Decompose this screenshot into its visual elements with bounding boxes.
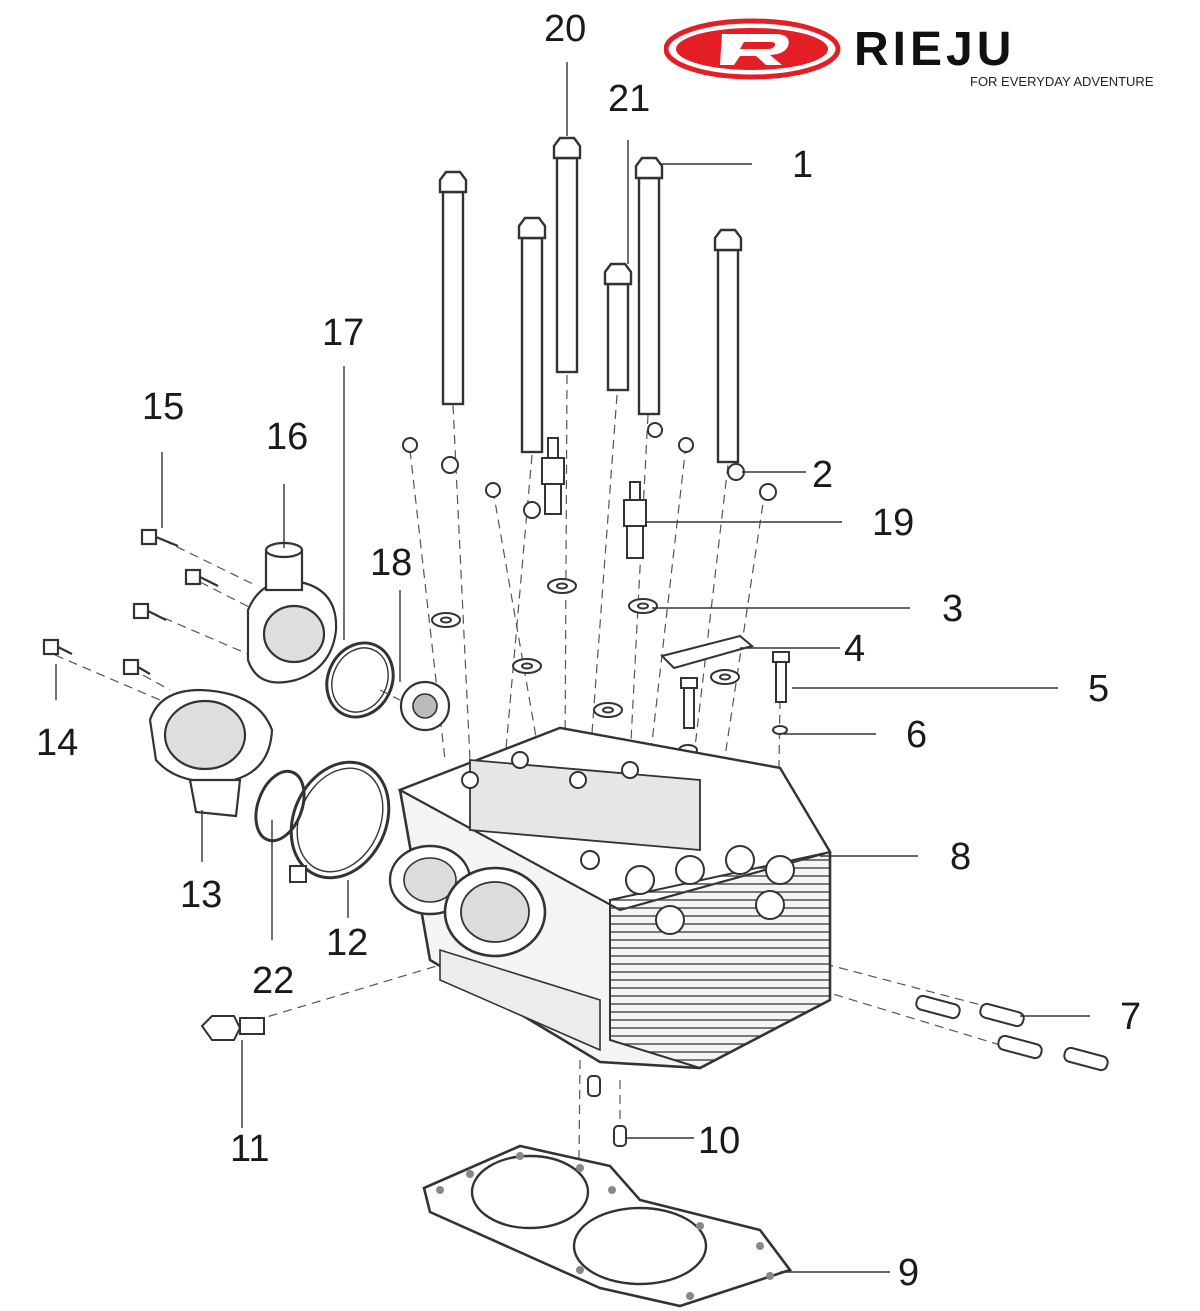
callout-3: 3 — [942, 588, 964, 630]
callout-15: 15 — [142, 386, 185, 428]
callout-21: 21 — [608, 78, 651, 120]
callout-4: 4 — [844, 628, 866, 670]
brand-name: RIEJU — [854, 23, 1016, 76]
callout-20: 20 — [544, 8, 587, 50]
brand-tagline: FOR EVERYDAY ADVENTURE — [970, 74, 1154, 89]
callout-14: 14 — [36, 722, 79, 764]
callout-10: 10 — [698, 1120, 741, 1162]
callout-16: 16 — [266, 416, 309, 458]
head-gasket — [422, 1144, 793, 1308]
callout-22: 22 — [252, 960, 295, 1002]
spark-plugs — [541, 437, 647, 559]
callout-7: 7 — [1120, 996, 1142, 1038]
o-ring-and-thermostat — [325, 641, 451, 732]
thermostat-housing — [132, 528, 338, 684]
intake-o-ring-and-clamp — [254, 760, 391, 883]
callout-18: 18 — [370, 542, 413, 584]
brand-logo: RIEJU FOR EVERYDAY ADVENTURE — [664, 18, 1180, 96]
cam-plate-and-bolts — [660, 634, 790, 729]
cylinder-head-body — [388, 726, 832, 1070]
intake-manifold — [42, 638, 274, 818]
temperature-sensor — [200, 1015, 265, 1041]
callout-8: 8 — [950, 836, 972, 878]
callout-17: 17 — [322, 312, 365, 354]
callout-19: 19 — [872, 502, 915, 544]
callout-11: 11 — [230, 1128, 270, 1170]
callout-9: 9 — [898, 1252, 920, 1294]
callout-6: 6 — [906, 714, 928, 756]
cylinder-head-bolts — [438, 136, 743, 464]
callout-1: 1 — [792, 144, 814, 186]
rieju-logo-mark-icon — [664, 18, 841, 80]
callout-2: 2 — [812, 454, 834, 496]
callout-5: 5 — [1088, 668, 1110, 710]
dowel-pins — [587, 994, 1109, 1147]
callout-12: 12 — [326, 922, 369, 964]
callout-leader-lines — [55, 62, 1090, 1273]
washers — [431, 578, 788, 756]
callout-13: 13 — [180, 874, 223, 916]
